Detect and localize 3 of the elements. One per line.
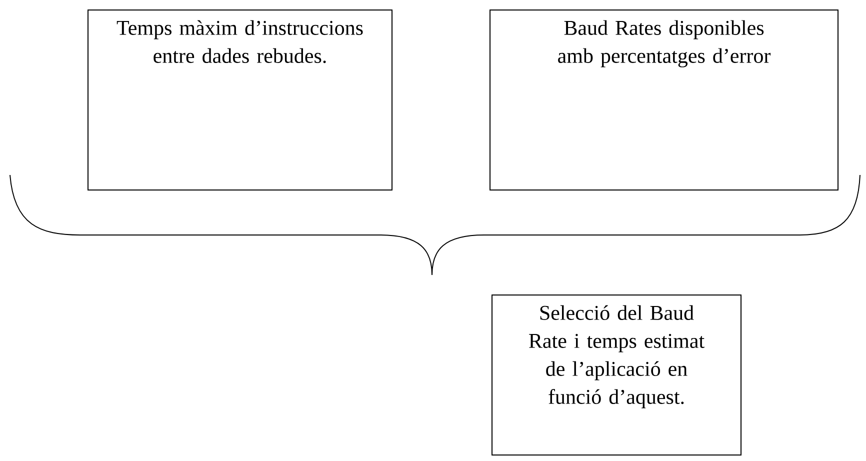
text-box: Selecció del Baud Rate i temps estimat de l’aplicació en funció d’aquest.	[492, 294, 742, 456]
text-box: Baud Rates disponibles amb percentatges d’error	[490, 10, 838, 190]
text-box: Temps màxim d’instruccions entre dades rebudes.	[88, 10, 392, 190]
